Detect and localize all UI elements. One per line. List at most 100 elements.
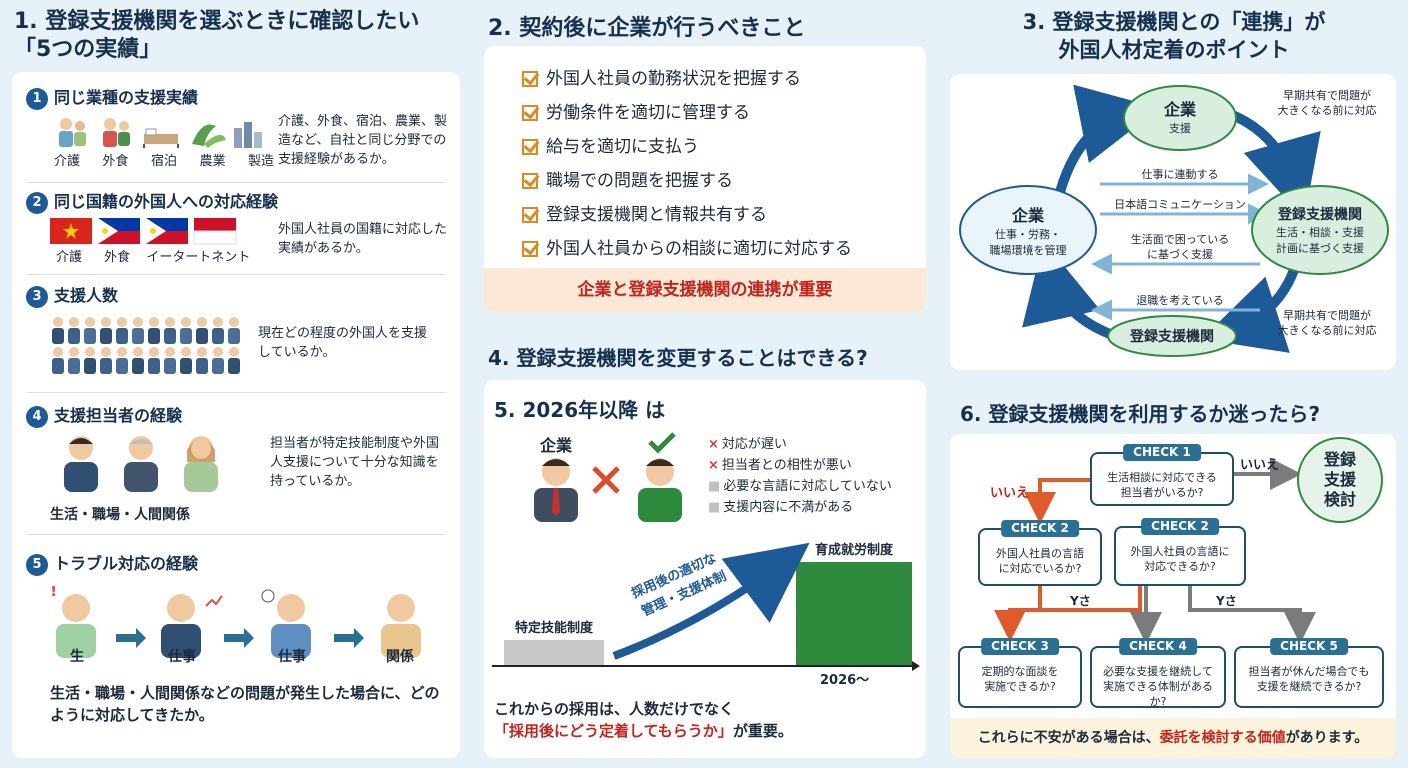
flag-label-2: 外食 [104, 250, 131, 265]
food-icon [103, 118, 130, 147]
flag-label-3: イータートネント [146, 250, 251, 265]
check1-box: CHECK 1 生活相談に対応できる 担当者がいるか? [1090, 444, 1234, 506]
new-staff-icon [638, 432, 682, 522]
person-relation-icon [381, 594, 421, 658]
result-line3: 検討 [1323, 490, 1356, 509]
s2-banner: 企業と登録支援機関の連携が重要 [484, 268, 926, 312]
philippines-flag-icon [98, 218, 140, 244]
node-top-name: 企業 [1163, 100, 1196, 119]
s2-card: 外国人社員の勤務状況を把握する 労働条件を適切に管理する 給与を適切に支払う 職… [484, 46, 926, 312]
item1-number: 1 [26, 87, 48, 110]
item4-number: 4 [26, 405, 48, 428]
item2-desc: 外国人社員の国籍に対応した実績があるか。 [278, 222, 448, 256]
label-agri: 農業 [199, 154, 226, 169]
note-bottom-right: 早期共有で問題が 大きくなる前に対応 [1264, 308, 1390, 338]
check3-text1: 定期的な面談を [981, 665, 1059, 678]
s3-card: 企業 支援 企業 仕事・労務・ 職場環境を管理 登録支援機関 生活・相談・支援 … [950, 74, 1396, 370]
reason-square-icon: ■ [708, 479, 721, 494]
check1-label: CHECK 1 [1123, 444, 1201, 461]
check2a-box: CHECK 2 外国人社員の言語 に対応でいるか? [978, 520, 1102, 586]
footer-text1: これらに不安がある場合は、 [977, 730, 1160, 746]
check-icon [522, 241, 538, 257]
caption-line1: これからの採用は、人数だけでなく [494, 700, 735, 718]
staff-senior-icon [124, 436, 158, 492]
crowd-person-icon [116, 317, 128, 344]
result-text: 登録 支援 検討 [1310, 450, 1370, 510]
item1-desc: 介護、外食、宿泊、農業、製造など、自社と同じ分野での支援経験があるか。 [278, 114, 448, 167]
reason-4: 支援内容に不満がある [723, 500, 854, 515]
note-tr-line1: 早期共有で問題が [1283, 89, 1371, 102]
check-icon [522, 173, 538, 189]
s6-title: 6. 登録支援機関を利用するか迷ったら? [960, 402, 1321, 426]
flow-arrow-to-check5 [1188, 586, 1316, 644]
check5-label: CHECK 5 [1270, 638, 1348, 655]
node-top [1123, 85, 1237, 151]
label-care: 介護 [54, 154, 81, 169]
s5-subtitle: 5. 2026年以降 は [494, 398, 666, 422]
item3-number: 3 [26, 285, 48, 308]
s5-caption: これからの採用は、人数だけでなく 「採用後にどう定着してもらうか」が重要。 [494, 698, 793, 742]
old-staff-icon [534, 458, 578, 522]
cycle-arrow-tl [1055, 84, 1160, 194]
factory-icon [234, 122, 262, 148]
result-node [1297, 437, 1383, 523]
item4-title: 支援担当者の経験 [54, 406, 183, 425]
crowd-person-icon [84, 317, 96, 344]
step-label-4: 関係 [386, 649, 414, 665]
item4-desc: 担当者が特定技能制度や外国人支援について十分な知識を持っているか。 [270, 436, 440, 489]
node-right-sub2: 計画に基づく支援 [1276, 242, 1364, 255]
arrow-label-1: 仕事に連動する [1141, 168, 1219, 181]
check2b-box: CHECK 2 外国人社員の言語に 対応できるか? [1114, 518, 1246, 586]
philippines-flag-icon-2 [146, 218, 188, 244]
reason-3: 必要な言語に対応していない [723, 479, 892, 494]
no-label-right: いいえ [1240, 458, 1280, 473]
node-bottom [1107, 315, 1237, 357]
s3-cycle-diagram [959, 84, 1389, 357]
footer-text3: があります。 [1285, 730, 1369, 746]
crowd-person-icon [180, 347, 192, 374]
industry-icons: 介護 外食 宿泊 農業 製造 [54, 114, 274, 174]
node-top-text: 企業 支援 [1124, 96, 1236, 136]
crowd-person-icon [100, 347, 112, 374]
s6-footer: これらに不安がある場合は、委託を検討する価値があります。 [950, 718, 1396, 758]
caption-highlight: 「採用後にどう定着してもらうか」 [494, 722, 733, 740]
flag-icons [50, 218, 237, 245]
check2a-label: CHECK 2 [1001, 520, 1079, 537]
s2-item-1: 外国人社員の勤務状況を把握する [546, 69, 801, 89]
crowd-person-icon [132, 317, 144, 344]
result-line1: 登録 [1323, 450, 1356, 469]
care-icon [59, 118, 86, 147]
check4-box: CHECK 4 必要な支援を継続して 実施できる体制があるか? [1090, 638, 1226, 708]
vietnam-flag-icon [50, 218, 92, 244]
indonesia-flag-icon [193, 218, 237, 245]
step-label-1: 生 [70, 649, 84, 665]
person-life-icon: ! [50, 586, 96, 658]
node-right-name: 登録支援機関 [1278, 207, 1362, 223]
arrow-label-3a: 生活面で困っている [1130, 233, 1230, 246]
check3-label: CHECK 3 [981, 638, 1059, 655]
growth-arrow [612, 542, 810, 660]
crowd-person-icon [164, 347, 176, 374]
x-tick-label: 2026〜 [820, 673, 869, 688]
crowd-person-icon [164, 317, 176, 344]
crowd-person-icon [68, 317, 80, 344]
node-bottom-name: 登録支援機関 [1130, 329, 1214, 345]
check4-text2: 実施できる体制があるか? [1103, 680, 1213, 708]
cycle-arrow-br [1201, 262, 1301, 353]
check2b-text2: 対応できるか? [1144, 560, 1216, 573]
person-work-icon [161, 594, 223, 658]
industry-icons-svg [59, 118, 262, 148]
crowd-person-icon [196, 347, 208, 374]
reason-2: 担当者との相性が悪い [721, 458, 852, 473]
item2-title: 同じ国籍の外国人への対応経験 [54, 192, 279, 211]
x-axis-arrow [912, 661, 920, 671]
staff-woman-icon [184, 436, 218, 492]
flow-arrow-to-check3 [994, 586, 1042, 642]
check2a-text1: 外国人社員の言語 [996, 547, 1084, 560]
check3-text2: 実施できるか? [984, 680, 1056, 693]
item3-desc: 現在どの程度の外国人を支援しているか。 [258, 326, 428, 360]
hotel-icon [143, 128, 179, 148]
